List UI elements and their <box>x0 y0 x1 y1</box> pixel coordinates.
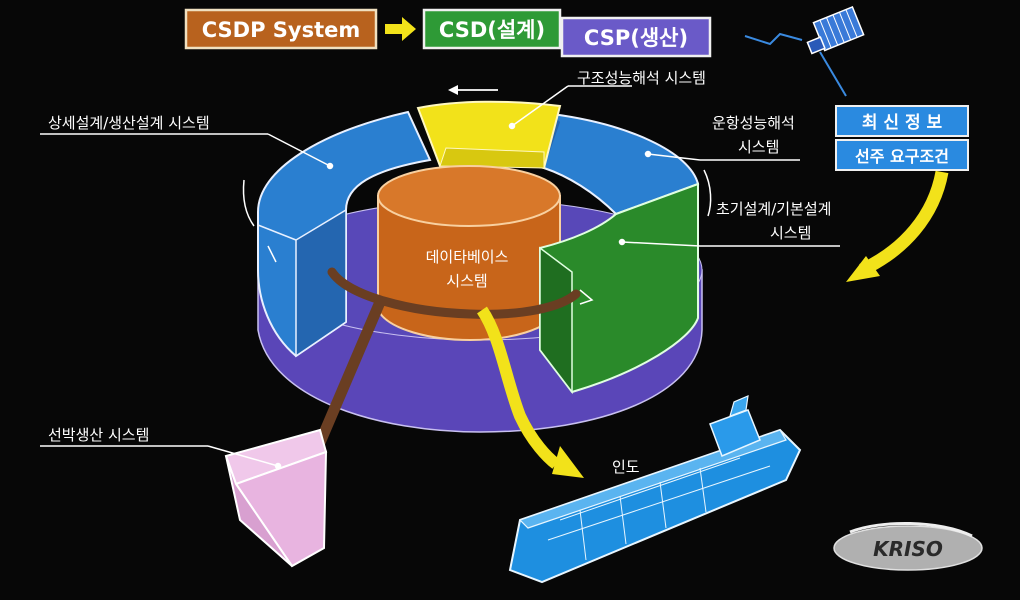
kriso-logo-text: KRISO <box>873 537 943 561</box>
operation-analysis-label-1: 운항성능해석 <box>712 114 795 132</box>
csdp-system-text: CSDP System <box>202 18 361 42</box>
ship-icon <box>508 395 802 584</box>
initial-design-label-1: 초기설계/기본설계 <box>716 200 831 218</box>
csd-box <box>422 8 562 50</box>
database-label-2: 시스템 <box>446 272 487 290</box>
kriso-logo: KRISO <box>833 522 983 571</box>
leader-lines <box>40 85 840 470</box>
structural-analysis-label: 구조성능해석 시스템 <box>577 69 706 87</box>
shipbuilding-label: 선박생산 시스템 <box>48 426 149 444</box>
delivery-arrow-icon <box>476 306 584 478</box>
owner-requirements-text: 선주 요구조건 <box>855 147 949 166</box>
operation-analysis-label-2: 시스템 <box>738 138 779 156</box>
header-arrow-icon <box>385 17 416 41</box>
header-flow: CSDP System CSD(설계) CSP(생산) <box>184 8 712 58</box>
requirements-arrow-icon <box>846 170 949 282</box>
initial-design-label-2: 시스템 <box>770 224 811 242</box>
initial-design-segment <box>539 182 699 394</box>
detail-design-label: 상세설계/생산설계 시스템 <box>48 114 210 132</box>
latest-info-box <box>835 105 969 137</box>
production-block <box>224 428 328 568</box>
csp-text: CSP(생산) <box>584 26 688 50</box>
database-label-1: 데이타베이스 <box>426 248 509 266</box>
csp-box <box>560 16 712 58</box>
csdp-system-box <box>184 8 378 50</box>
satellite-icon <box>744 5 865 97</box>
delivery-label: 인도 <box>612 458 640 476</box>
cylinder-assembly: 데이타베이스 시스템 <box>242 85 712 433</box>
info-boxes: 최 신 정 보 선주 요구조건 <box>835 105 969 171</box>
production-link <box>310 296 386 458</box>
csd-text: CSD(설계) <box>439 18 545 42</box>
owner-requirements-box <box>835 139 969 171</box>
latest-info-text: 최 신 정 보 <box>862 113 943 133</box>
